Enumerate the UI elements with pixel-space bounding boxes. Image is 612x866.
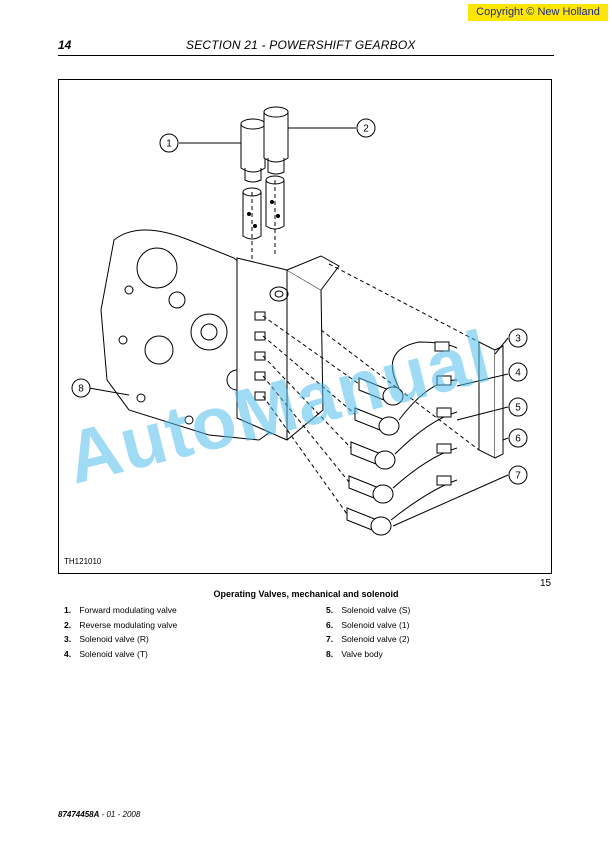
valve-assembly-drawing: 1 2 3 4 5 6 7 8 xyxy=(71,106,528,536)
figure-number: 15 xyxy=(540,578,552,589)
legend-item: 4. Solenoid valve (T) xyxy=(64,648,148,659)
callout-7: 7 xyxy=(515,471,521,482)
legend-item: 8. Valve body xyxy=(326,648,383,659)
header-rule xyxy=(58,55,554,56)
legend-item: 3. Solenoid valve (R) xyxy=(64,634,149,644)
callout-4: 4 xyxy=(515,368,521,379)
figure-caption: Operating Valves, mechanical and solenoi… xyxy=(213,589,399,599)
copyright-banner: Copyright © New Holland xyxy=(468,4,608,21)
legend-item: 1. Forward modulating valve xyxy=(64,605,177,615)
figure-illustration: 1 2 3 4 5 6 7 8 xyxy=(58,79,552,574)
legend-item: 7. Solenoid valve (2) xyxy=(326,634,410,644)
figure-reference: TH121010 xyxy=(64,557,102,566)
callout-6: 6 xyxy=(515,434,521,445)
callout-3: 3 xyxy=(515,334,521,345)
footer-doc-code: 87474458A - 01 - 2008 xyxy=(58,810,141,819)
callout-5: 5 xyxy=(515,403,521,414)
callout-markers: 1 2 3 4 5 6 7 8 xyxy=(71,118,528,485)
page-number: 14 xyxy=(58,38,72,52)
legend-item: 6. Solenoid valve (1) xyxy=(326,619,410,630)
callout-2: 2 xyxy=(363,124,369,135)
section-title: SECTION 21 - POWERSHIFT GEARBOX xyxy=(186,38,416,52)
legend-left-column: 1. Forward modulating valve 2. Reverse m… xyxy=(64,603,177,661)
legend-right-column: 5. Solenoid valve (S) 6. Solenoid valve … xyxy=(326,603,410,661)
callout-8: 8 xyxy=(78,384,84,395)
legend-item: 2. Reverse modulating valve xyxy=(64,619,178,630)
callout-1: 1 xyxy=(166,139,172,150)
legend-item: 5. Solenoid valve (S) xyxy=(326,605,411,615)
